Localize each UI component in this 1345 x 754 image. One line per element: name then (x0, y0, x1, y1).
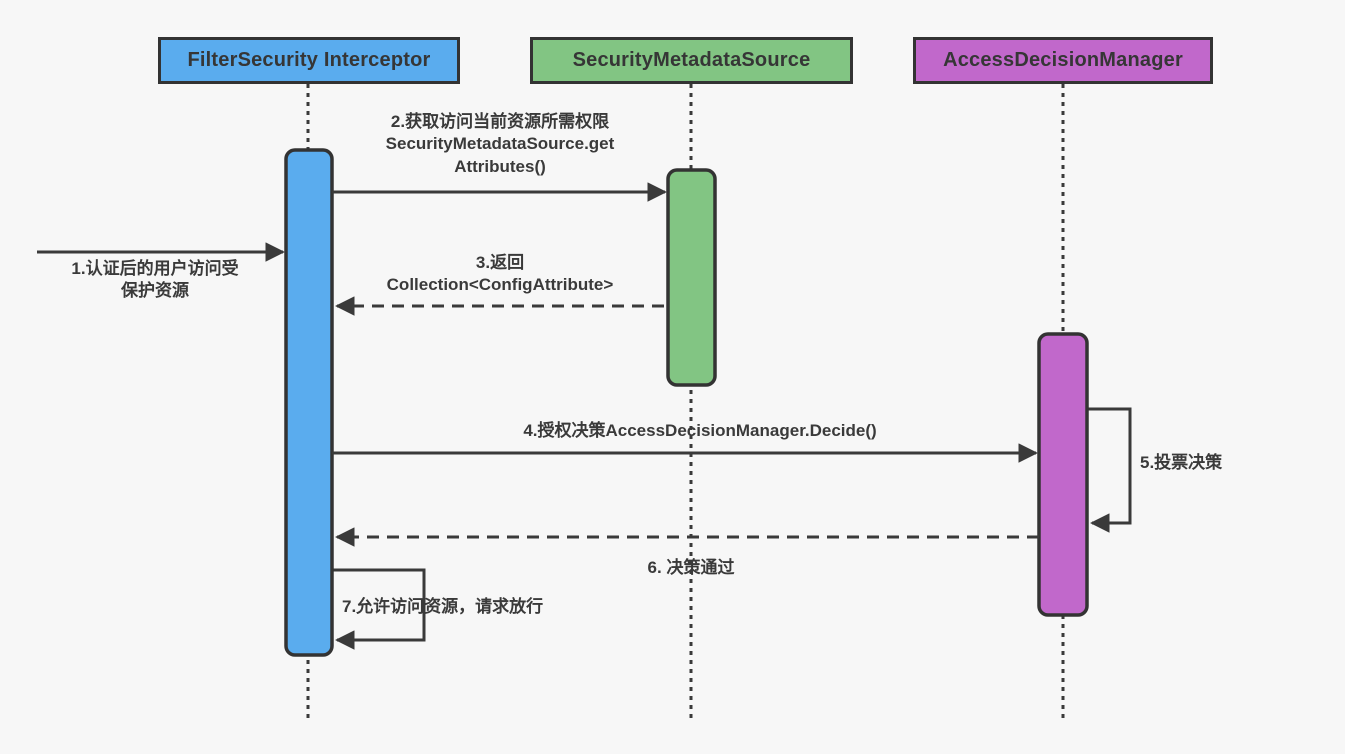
message-6-label: 6. 决策通过 (647, 558, 735, 577)
activation-bar-filtersecurity-interceptor (284, 148, 334, 657)
message-7-label: 7.允许访问资源，请求放行 (342, 597, 544, 616)
message-4-label: 4.授权决策AccessDecisionManager.Decide() (523, 421, 877, 440)
message-5-self-loop-arrow (1087, 407, 1132, 533)
actor-header-securitymetadatasource: SecurityMetadataSource (530, 37, 853, 84)
activation-bar-securitymetadatasource (666, 168, 717, 387)
actor-label: SecurityMetadataSource (572, 49, 811, 71)
message-3-label: 3.返回 Collection<ConfigAttribute> (386, 253, 614, 295)
actor-header-filtersecurity-interceptor: FilterSecurity Interceptor (158, 37, 460, 84)
actor-header-accessdecisionmanager: AccessDecisionManager (913, 37, 1213, 84)
activation-bar-accessdecisionmanager (1037, 332, 1089, 617)
actor-label: FilterSecurity Interceptor (187, 49, 431, 71)
message-5-label: 5.投票决策 (1140, 453, 1223, 472)
message-2-label: 2.获取访问当前资源所需权限 SecurityMetadataSource.ge… (385, 112, 615, 176)
message-1-label: 1.认证后的用户访问受 保护资源 (71, 259, 239, 301)
message-7-self-loop-arrow (332, 568, 426, 650)
actor-label: AccessDecisionManager (943, 49, 1183, 71)
